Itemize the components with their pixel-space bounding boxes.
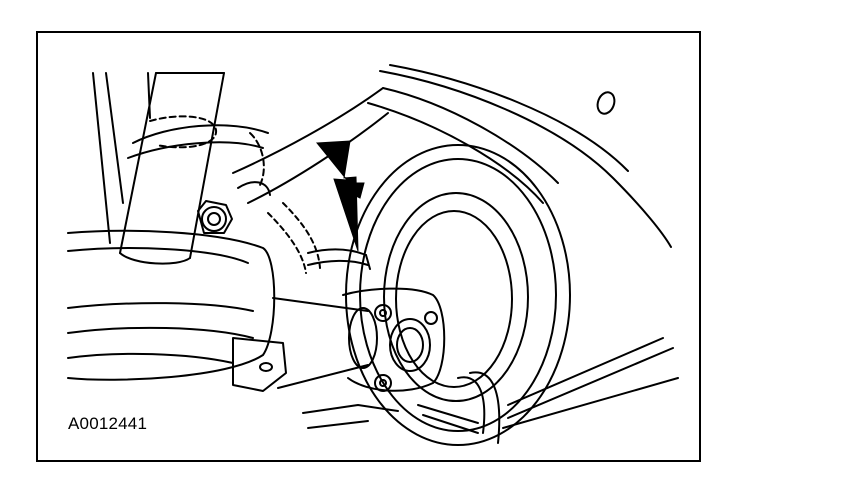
lower-arm [302, 371, 501, 444]
hub-bolt [374, 304, 392, 322]
lower-rail [502, 337, 679, 429]
axle-housing [67, 229, 276, 381]
grommet-hole [596, 91, 616, 115]
hub-flange [342, 287, 446, 392]
suspension-line-drawing [67, 64, 679, 446]
hub-bolt [374, 374, 392, 392]
upper-control-arm [232, 87, 389, 274]
hub-bolt [424, 311, 438, 325]
brake-disc [345, 144, 571, 446]
figure-id-label: A0012441 [68, 414, 148, 433]
shock-absorber [119, 72, 225, 265]
left-body-panel [92, 72, 151, 244]
wheel-well-arch [367, 64, 672, 248]
axle-tube [272, 297, 378, 389]
brake-line [307, 248, 371, 270]
mount-bracket [232, 337, 287, 392]
technical-illustration-frame: A0012441 [36, 31, 701, 462]
upper-bolt [197, 200, 233, 234]
coil-spring [127, 115, 269, 186]
arrow-icon [315, 140, 365, 252]
